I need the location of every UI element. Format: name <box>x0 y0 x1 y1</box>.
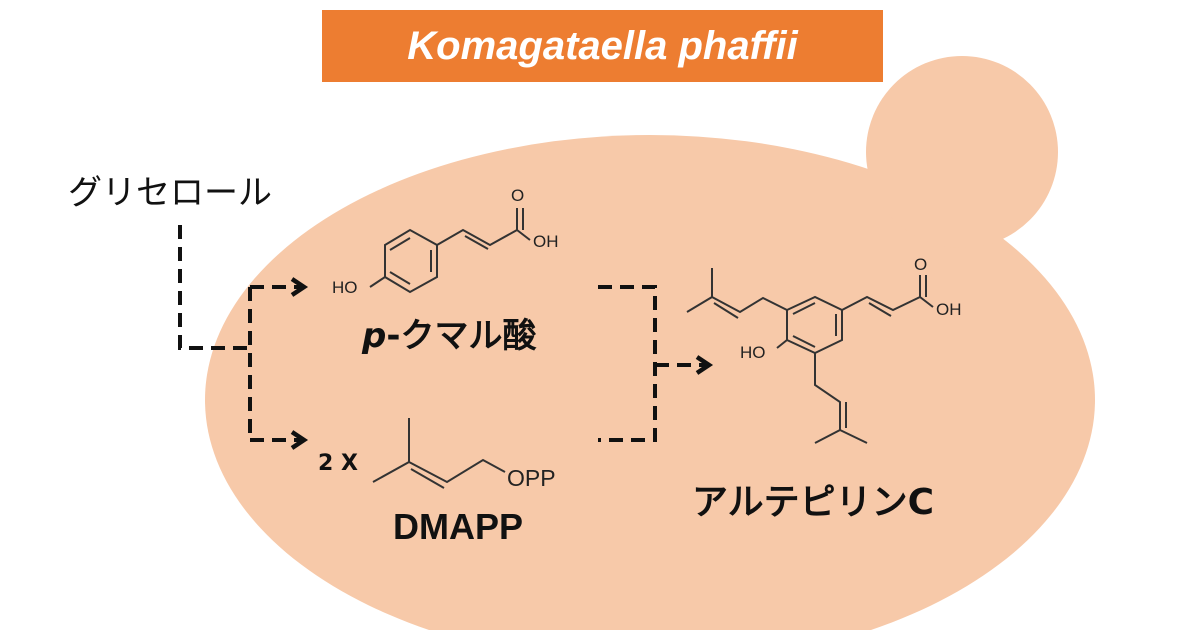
atom-label-oh: OH <box>533 232 559 251</box>
dmapp-label: DMAPP <box>393 506 524 547</box>
p-coumaric-acid-structure <box>369 208 531 294</box>
atom-label-ho: HO <box>332 278 358 297</box>
atom-label-o: O <box>511 186 525 205</box>
opp-label: OPP <box>507 465 556 491</box>
substrate-glycerol: グリセロール <box>68 173 272 213</box>
atom-label-oh: OH <box>936 300 962 319</box>
dmapp-structure <box>372 418 506 489</box>
artepillin-c-label: アルテピリンC <box>692 482 935 523</box>
arrowheads <box>290 277 714 450</box>
name-rest: -クマル酸 <box>386 316 537 356</box>
multiplier-label: 2 X <box>318 451 358 476</box>
artepillin-c-structure <box>686 268 934 444</box>
yeast-cell <box>204 56 1095 630</box>
dashed-flow-arrows <box>178 225 705 442</box>
para-prefix: p <box>362 316 387 356</box>
atom-label-o: O <box>914 255 928 274</box>
atom-label-ho: HO <box>740 343 766 362</box>
organism-title: Komagataella phaffii <box>322 10 883 82</box>
p-coumaric-acid-label: p-クマル酸 <box>362 308 536 357</box>
